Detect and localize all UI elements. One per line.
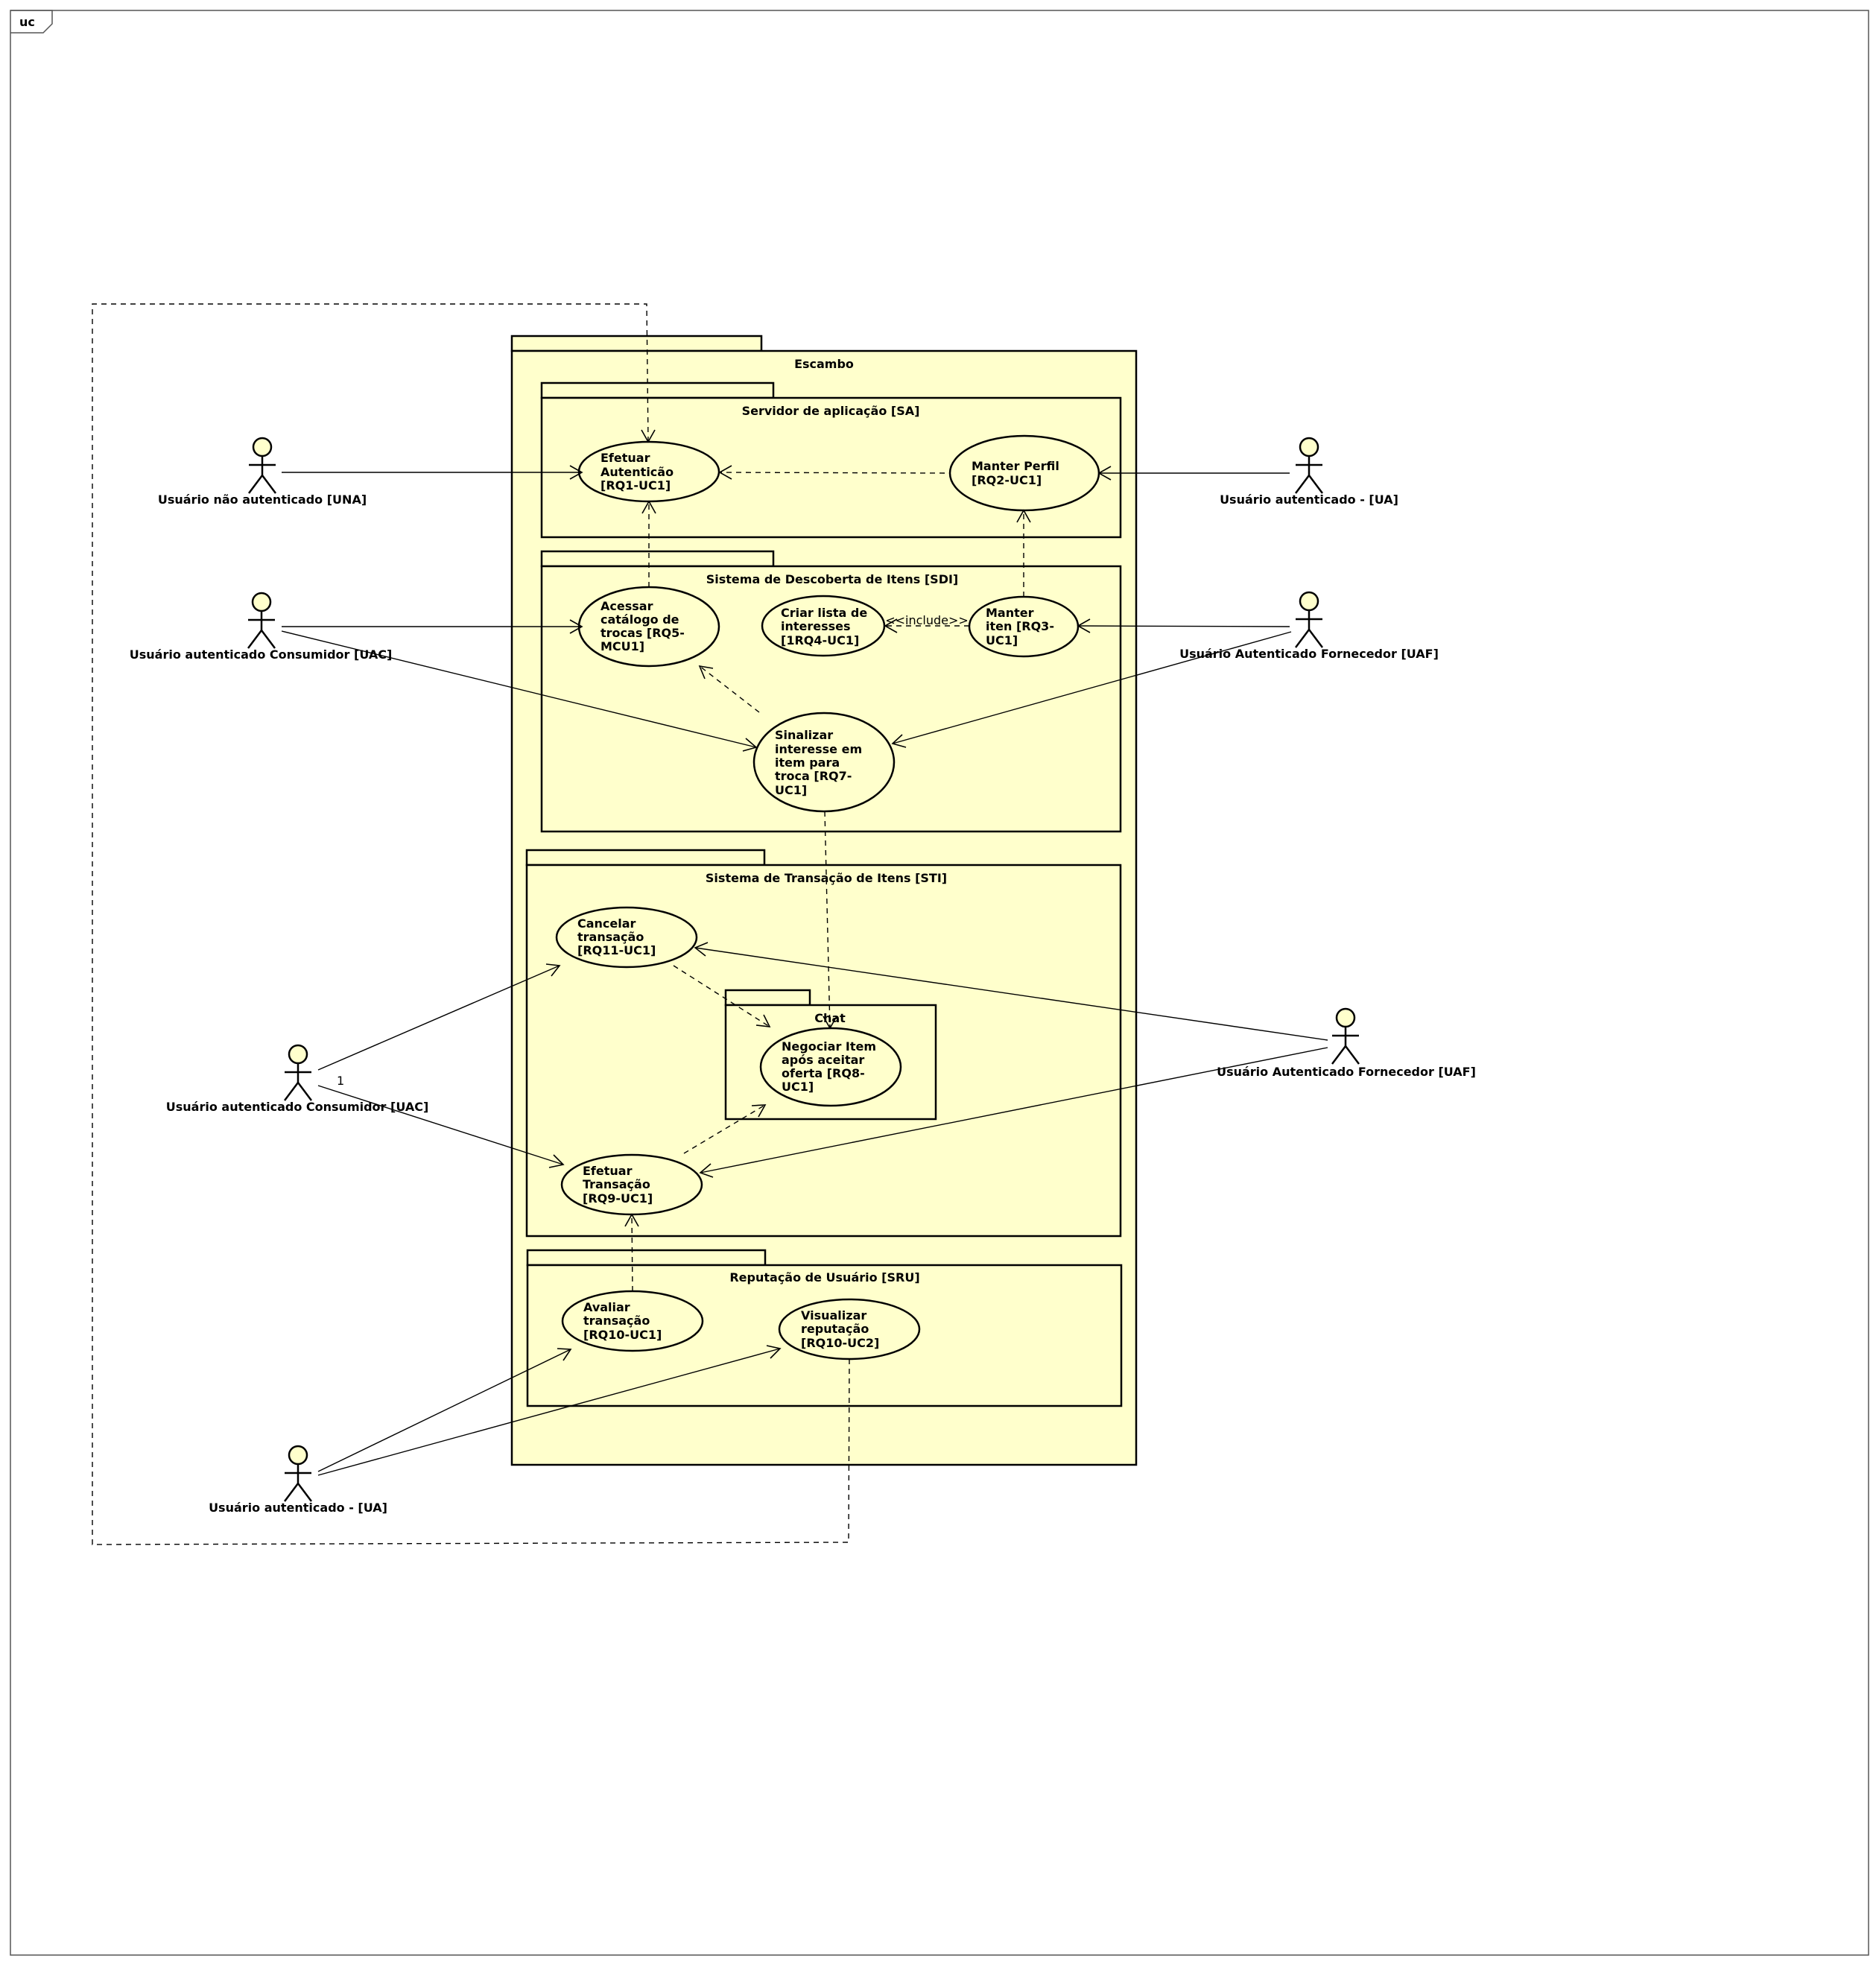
actor-ua-top-label: Usuário autenticado - [UA] (1220, 492, 1398, 507)
svg-text:iten [RQ3-: iten [RQ3- (986, 619, 1054, 633)
association-uaf-cancelar-transacao[interactable] (694, 942, 1328, 1041)
svg-text:Sinalizar: Sinalizar (775, 728, 833, 742)
association-ua-visualizar-reputacao[interactable] (317, 1345, 782, 1476)
svg-text:Efetuar: Efetuar (583, 1164, 633, 1178)
svg-text:interesse em: interesse em (775, 742, 862, 756)
dependency-cancelar-transacao-negociar-item[interactable] (673, 965, 771, 1027)
frame-label: uc (19, 15, 35, 29)
association-uac-sinalizar-interesse[interactable] (281, 630, 758, 752)
use-case-cancelar-transacao[interactable]: Cancelar transação [RQ11-UC1] (555, 906, 698, 969)
use-case-negociar-item[interactable]: Negociar Item após aceitar oferta [RQ8- … (759, 1027, 902, 1107)
svg-text:Cancelar: Cancelar (577, 916, 636, 931)
actor-una-label: Usuário não autenticado [UNA] (158, 492, 367, 507)
package-sa-title: Servidor de aplicação [SA] (742, 404, 920, 418)
actor-uac-top[interactable]: Usuário autenticado Consumidor [UAC] (130, 592, 393, 662)
svg-text:Autenticão: Autenticão (600, 465, 674, 479)
svg-text:Negociar Item: Negociar Item (782, 1039, 876, 1054)
association-uac-efetuar-transacao[interactable]: 1 (317, 1074, 565, 1168)
dependency-visualizar-reputacao-efetuar-autenticacao[interactable] (92, 303, 850, 1545)
package-sti-title: Sistema de Transação de Itens [STI] (706, 871, 947, 885)
dependency-sinalizar-interesse-acessar-catalogo[interactable] (698, 665, 760, 713)
actor-uac-top-label: Usuário autenticado Consumidor [UAC] (130, 647, 393, 662)
use-case-acessar-catalogo[interactable]: Acessar catálogo de trocas [RQ5- MCU1] (577, 586, 720, 668)
dependency-manter-item-manter-perfil[interactable] (1016, 509, 1031, 597)
actor-uaf-top[interactable]: Usuário Autenticado Fornecedor [UAF] (1179, 591, 1439, 661)
package-sru-title: Reputação de Usuário [SRU] (729, 1270, 919, 1284)
association-uac-acessar-catalogo[interactable] (282, 619, 583, 634)
svg-text:[RQ9-UC1]: [RQ9-UC1] (583, 1191, 653, 1206)
package-sdi-title: Sistema de Descoberta de Itens [SDI] (706, 572, 958, 586)
diagram-frame: uc (10, 10, 1869, 1956)
svg-text:Visualizar: Visualizar (801, 1308, 866, 1322)
association-una-efetuar-autenticacao[interactable] (282, 465, 583, 480)
use-case-sinalizar-interesse[interactable]: Sinalizar interesse em item para troca [… (752, 712, 896, 813)
actor-uaf-bottom-label: Usuário Autenticado Fornecedor [UAF] (1217, 1065, 1476, 1079)
svg-text:UC1]: UC1] (775, 783, 807, 797)
actor-una[interactable]: Usuário não autenticado [UNA] (158, 437, 367, 507)
svg-text:[RQ1-UC1]: [RQ1-UC1] (600, 478, 671, 492)
svg-text:catálogo de: catálogo de (600, 612, 679, 627)
svg-text:UC1]: UC1] (986, 633, 1018, 647)
dependency-efetuar-transacao-negociar-item[interactable] (683, 1104, 767, 1154)
svg-text:reputação: reputação (801, 1322, 869, 1336)
dependency-manter-perfil-efetuar-autenticacao[interactable] (718, 465, 945, 480)
svg-text:Criar lista de: Criar lista de (781, 606, 867, 620)
use-case-visualizar-reputacao[interactable]: Visualizar reputação [RQ10-UC2] (778, 1298, 921, 1360)
svg-text:Manter: Manter (986, 606, 1034, 620)
actor-uaf-top-label: Usuário Autenticado Fornecedor [UAF] (1179, 647, 1439, 661)
svg-text:interesses: interesses (781, 619, 851, 633)
actor-uac-bottom-label: Usuário autenticado Consumidor [UAC] (166, 1100, 429, 1114)
multiplicity-label: 1 (337, 1074, 344, 1088)
svg-text:transação: transação (583, 1314, 650, 1328)
use-case-criar-lista-interesses[interactable]: Criar lista de interesses [1RQ4-UC1] (761, 595, 886, 657)
use-case-efetuar-autenticacao[interactable]: Efetuar Autenticão [RQ1-UC1] (577, 440, 720, 503)
svg-text:Manter Perfil: Manter Perfil (972, 459, 1059, 473)
svg-text:Transação: Transação (583, 1177, 650, 1191)
svg-text:troca [RQ7-: troca [RQ7- (775, 769, 852, 783)
dependency-acessar-catalogo-efetuar-autenticacao[interactable] (641, 500, 656, 587)
actor-ua-bottom[interactable]: Usuário autenticado - [UA] (209, 1445, 387, 1515)
use-case-avaliar-transacao[interactable]: Avaliar transação [RQ10-UC1] (561, 1290, 704, 1352)
svg-text:trocas [RQ5-: trocas [RQ5- (600, 626, 685, 640)
svg-text:[RQ10-UC1]: [RQ10-UC1] (583, 1328, 662, 1342)
association-uac-cancelar-transacao[interactable] (317, 963, 561, 1071)
svg-text:[1RQ4-UC1]: [1RQ4-UC1] (781, 633, 859, 647)
svg-text:oferta [RQ8-: oferta [RQ8- (782, 1066, 865, 1080)
actor-uac-bottom[interactable]: Usuário autenticado Consumidor [UAC] (166, 1044, 429, 1114)
package-escambo-title: Escambo (794, 357, 854, 371)
association-ua-avaliar-transacao[interactable] (317, 1348, 572, 1472)
svg-text:[RQ11-UC1]: [RQ11-UC1] (577, 943, 656, 957)
actor-ua-top[interactable]: Usuário autenticado - [UA] (1220, 437, 1398, 507)
svg-text:item para: item para (775, 755, 840, 770)
use-case-efetuar-transacao[interactable]: Efetuar Transação [RQ9-UC1] (560, 1153, 703, 1216)
actor-uaf-bottom[interactable]: Usuário Autenticado Fornecedor [UAF] (1217, 1007, 1476, 1079)
svg-text:transação: transação (577, 930, 644, 944)
association-uaf-efetuar-transacao[interactable] (699, 1047, 1328, 1178)
dependency-sinalizar-interesse-negociar-item[interactable] (823, 811, 837, 1030)
include-stereotype-label: <<include>> (885, 613, 969, 627)
use-case-manter-item[interactable]: Manter iten [RQ3- UC1] (968, 595, 1080, 658)
association-uaf-sinalizar-interesse[interactable] (891, 631, 1292, 748)
svg-text:Avaliar: Avaliar (583, 1300, 630, 1314)
svg-text:Efetuar: Efetuar (600, 451, 650, 465)
svg-text:MCU1]: MCU1] (600, 639, 644, 653)
svg-text:[RQ10-UC2]: [RQ10-UC2] (801, 1336, 879, 1350)
actor-ua-bottom-label: Usuário autenticado - [UA] (209, 1501, 387, 1515)
association-ua-manter-perfil[interactable] (1097, 466, 1290, 481)
use-case-manter-perfil[interactable]: Manter Perfil [RQ2-UC1] (948, 434, 1100, 512)
svg-text:após aceitar: após aceitar (782, 1053, 864, 1067)
svg-text:UC1]: UC1] (782, 1080, 814, 1094)
association-uaf-manter-item[interactable] (1077, 618, 1290, 633)
dependency-include-manter-item-criar-lista[interactable]: <<include>> (884, 613, 969, 633)
svg-text:Acessar: Acessar (600, 599, 653, 613)
dependency-avaliar-transacao-efetuar-transacao[interactable] (624, 1213, 639, 1292)
svg-text:[RQ2-UC1]: [RQ2-UC1] (972, 473, 1042, 487)
